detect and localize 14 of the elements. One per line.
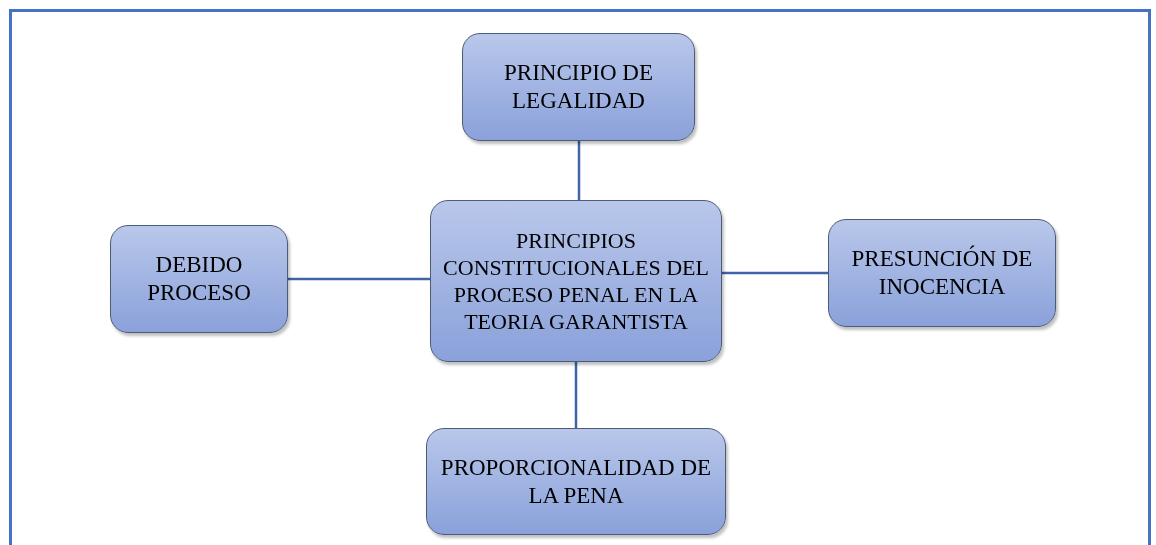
rounded-box (110, 225, 288, 333)
connector-line (288, 277, 430, 281)
rounded-box (430, 200, 722, 362)
rounded-box (462, 33, 695, 141)
connector-line (574, 362, 578, 428)
connector-line (577, 141, 581, 200)
box-label: DEBIDO PROCESO (146, 251, 252, 307)
rounded-box (426, 428, 726, 535)
box-label: PROPORCIONALIDAD DE LA PENA (439, 453, 713, 510)
box-label: PRINCIPIO DE LEGALIDAD (503, 59, 654, 115)
rounded-box (828, 219, 1056, 327)
box-label: PRINCIPIOS CONSTITUCIONALES DEL PROCESO PENAL EN LA TEORIA GARANTISTA (442, 227, 710, 335)
connector-line (722, 271, 828, 275)
box-label: PRESUNCIÓN DE INOCENCIA (850, 245, 1034, 301)
